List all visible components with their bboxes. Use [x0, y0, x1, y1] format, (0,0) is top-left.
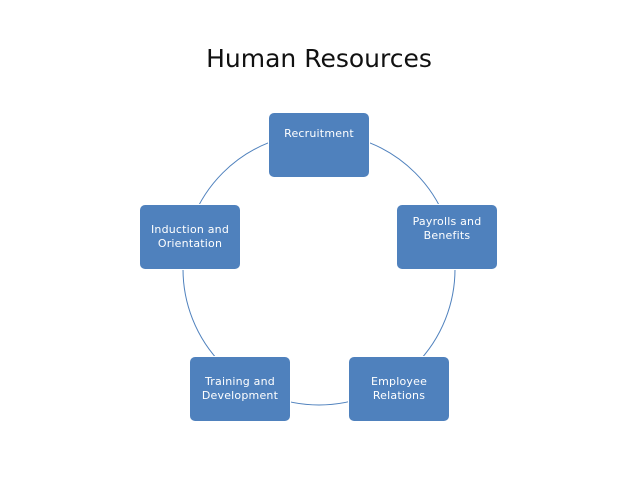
node-employee-relations-label: Employee Relations — [370, 375, 428, 402]
node-payrolls-label: Payrolls and Benefits — [412, 215, 482, 242]
node-recruitment-label: Recruitment — [284, 127, 354, 140]
node-training-label: Training and Development — [201, 375, 279, 402]
node-employee-relations: Employee Relations — [348, 356, 450, 422]
node-recruitment: Recruitment — [268, 112, 370, 178]
node-induction-label: Induction and Orientation — [150, 223, 230, 250]
node-training-and-development: Training and Development — [189, 356, 291, 422]
node-payrolls-and-benefits: Payrolls and Benefits — [396, 204, 498, 270]
node-induction-and-orientation: Induction and Orientation — [139, 204, 241, 270]
diagram-title: Human Resources — [206, 44, 432, 73]
